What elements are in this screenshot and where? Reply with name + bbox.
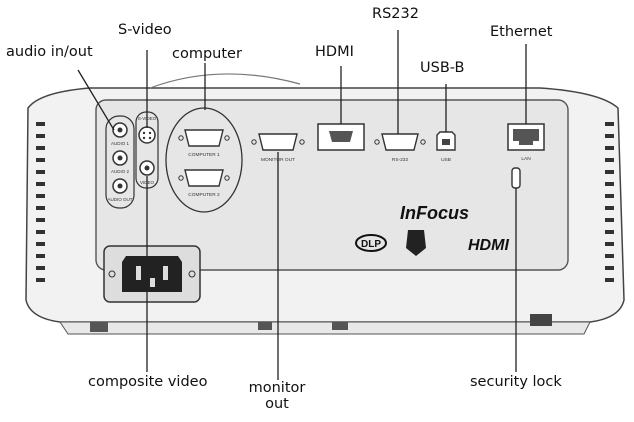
callout-usb-b: USB-B xyxy=(420,60,465,76)
usb-panel-label: USB xyxy=(441,157,451,163)
callout-monitor-line1: monitor xyxy=(248,380,306,396)
foot-center xyxy=(332,322,348,330)
computer-2-port xyxy=(184,169,224,187)
foot-mid xyxy=(258,322,272,330)
infocus-logo: InFocus xyxy=(400,203,469,223)
computer-1-port xyxy=(184,129,224,147)
audio-1-label: AUDIO 1 xyxy=(111,141,130,146)
callout-monitor-out: monitor out xyxy=(240,380,314,412)
dlp-text: DLP xyxy=(361,239,381,250)
callout-s-video: S-video xyxy=(118,22,172,38)
rs232-panel-label: RS-232 xyxy=(392,157,409,163)
foot-right xyxy=(530,314,552,326)
callout-security-lock: security lock xyxy=(470,374,562,390)
rs232-port: RS-232 xyxy=(374,133,426,163)
hdmi-port xyxy=(317,123,365,151)
audio-2-label: AUDIO 2 xyxy=(111,169,130,174)
callout-computer: computer xyxy=(172,46,242,62)
callout-audio-in-out: audio in/out xyxy=(6,44,93,60)
computer-1-label: COMPUTER 1 xyxy=(188,152,220,158)
callout-composite-video: composite video xyxy=(88,374,208,390)
callout-rs232: RS232 xyxy=(372,6,419,22)
computer-2-label: COMPUTER 2 xyxy=(188,192,220,198)
callout-ethernet: Ethernet xyxy=(490,24,553,40)
usb-b-port: USB xyxy=(436,131,456,163)
hdmi-logo: HDMI xyxy=(468,237,509,254)
audio-out-label: AUDIO OUT xyxy=(107,197,132,202)
audio-ports: AUDIO 1 AUDIO 2 AUDIO OUT xyxy=(105,115,135,209)
dlp-logo: DLP xyxy=(355,234,387,252)
leader-lines xyxy=(77,30,527,380)
callout-hdmi: HDMI xyxy=(315,44,354,60)
3d-badge xyxy=(406,230,426,256)
right-vents xyxy=(605,122,614,282)
lan-port: LAN xyxy=(507,123,545,162)
security-lock-slot xyxy=(511,167,521,189)
left-vents xyxy=(36,122,45,282)
computer-ports: COMPUTER 1 COMPUTER 2 xyxy=(165,107,243,213)
lan-panel-label: LAN xyxy=(521,156,531,162)
svideo-jack xyxy=(138,126,156,144)
foot-left xyxy=(90,322,108,332)
callout-monitor-line2: out xyxy=(265,396,289,412)
power-inlet xyxy=(103,245,201,303)
